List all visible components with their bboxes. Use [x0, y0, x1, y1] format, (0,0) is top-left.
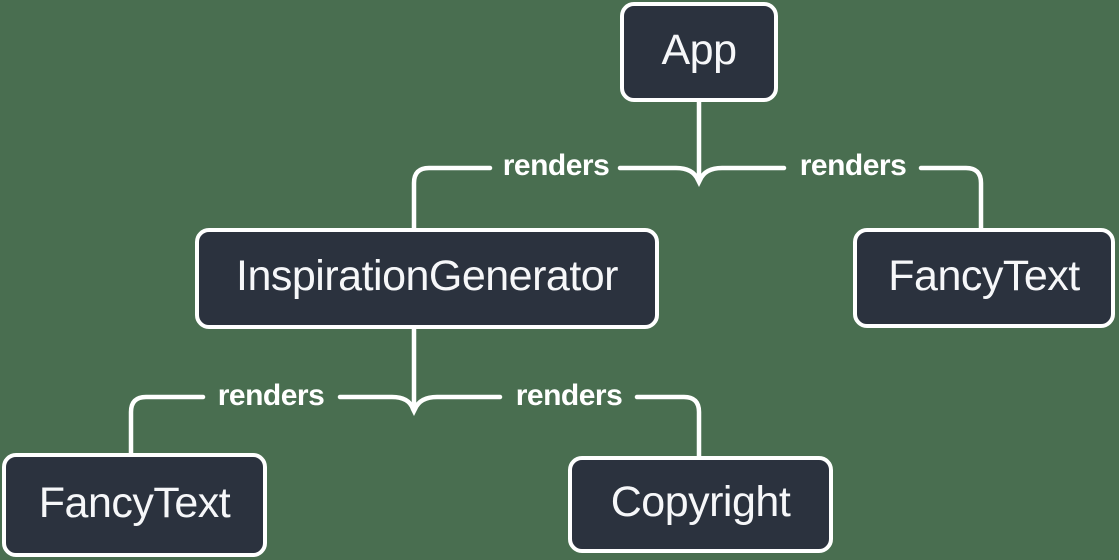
edge-label-app-renders-inspirationgenerator: renders: [502, 149, 610, 182]
node-fancy-text-right: FancyText: [853, 228, 1115, 328]
edge-label-app-renders-fancytext: renders: [799, 149, 907, 182]
node-fancy-text-left-label: FancyText: [38, 478, 231, 527]
node-app: App: [620, 2, 778, 102]
edge-app-to-inspirationgenerator: [411, 165, 493, 233]
node-inspiration-generator: InspirationGenerator: [195, 228, 659, 329]
edge-label-inspirationgenerator-renders-copyright: renders: [515, 379, 623, 412]
edge-inspirationgenerator-to-fancytext: [128, 394, 206, 458]
node-fancy-text-right-label: FancyText: [888, 251, 1080, 300]
node-app-label: App: [661, 25, 737, 74]
node-inspiration-generator-label: InspirationGenerator: [236, 252, 619, 300]
node-copyright: Copyright: [568, 456, 833, 553]
node-copyright-label: Copyright: [610, 478, 791, 526]
edge-inspirationgenerator-split: [337, 394, 503, 417]
edge-inspirationgenerator-to-copyright: [634, 394, 702, 461]
edge-app-to-fancytext: [918, 165, 984, 233]
node-fancy-text-left: FancyText: [2, 453, 267, 557]
edge-app-split: [617, 165, 787, 188]
edge-label-inspirationgenerator-renders-fancytext: renders: [217, 379, 325, 412]
